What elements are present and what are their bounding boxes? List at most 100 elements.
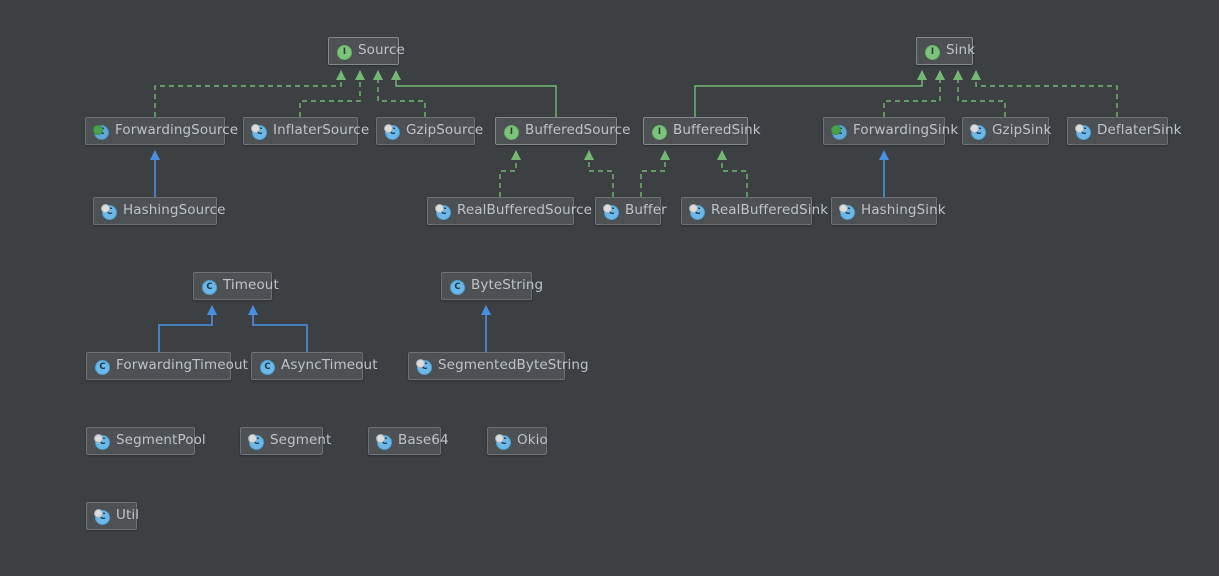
final-badge-icon xyxy=(384,123,393,133)
node-label: HashingSource xyxy=(123,202,226,219)
node-label: SegmentedByteString xyxy=(438,357,589,374)
final-class-icon: C xyxy=(248,433,264,450)
final-badge-icon xyxy=(495,433,504,443)
node-label: DeflaterSink xyxy=(1097,122,1182,139)
node-label: GzipSink xyxy=(992,122,1052,139)
class-icon: C xyxy=(94,359,110,375)
node-label: ForwardingSink xyxy=(853,122,959,139)
node-bufferedsink[interactable]: I BufferedSink xyxy=(643,117,761,145)
final-badge-icon xyxy=(101,203,110,213)
edge-inflatersource-source xyxy=(299,70,365,117)
final-badge-icon xyxy=(435,203,444,213)
edge-asynctimeout-timeout xyxy=(248,305,308,352)
edge-forwardingtimeout-timeout xyxy=(158,305,217,352)
final-class-icon: C xyxy=(94,508,110,525)
node-buffer[interactable]: C Buffer xyxy=(595,197,667,225)
node-timeout[interactable]: C Timeout xyxy=(193,272,279,300)
abstract-badge-icon xyxy=(831,124,841,135)
final-class-icon: C xyxy=(251,123,267,140)
node-label: Timeout xyxy=(223,277,279,294)
node-label: Sink xyxy=(946,42,976,59)
abstract-class-icon: C xyxy=(831,124,847,140)
edge-buffer-bufferedsink xyxy=(640,150,670,197)
node-label: InflaterSource xyxy=(273,122,370,139)
node-label: ByteString xyxy=(471,277,544,294)
node-label: Buffer xyxy=(625,202,667,219)
node-hashingsink[interactable]: C HashingSink xyxy=(831,197,946,225)
edge-forwardingsource-source xyxy=(154,70,346,117)
node-segmentpool[interactable]: C SegmentPool xyxy=(86,427,206,455)
node-segment[interactable]: C Segment xyxy=(240,427,331,455)
final-badge-icon xyxy=(970,123,979,133)
node-inflatersource[interactable]: C InflaterSource xyxy=(243,117,369,145)
final-class-icon: C xyxy=(839,203,855,220)
node-base64[interactable]: C Base64 xyxy=(368,427,449,455)
edge-bufferedsink-sink xyxy=(694,70,927,117)
final-badge-icon xyxy=(416,358,425,368)
edge-gzipsource-source xyxy=(373,70,426,117)
node-hashingsource[interactable]: C HashingSource xyxy=(93,197,225,225)
sink-implements-edges xyxy=(694,70,1118,117)
final-class-icon: C xyxy=(376,433,392,450)
final-badge-icon xyxy=(248,433,257,443)
final-class-icon: C xyxy=(1075,123,1091,140)
final-badge-icon xyxy=(689,203,698,213)
node-label: HashingSink xyxy=(861,202,946,219)
node-label: Segment xyxy=(270,432,332,449)
final-badge-icon xyxy=(603,203,612,213)
node-deflatersink[interactable]: C DeflaterSink xyxy=(1067,117,1181,145)
class-icon: C xyxy=(449,279,465,295)
node-label: SegmentPool xyxy=(116,432,206,449)
node-forwardingtimeout[interactable]: C ForwardingTimeout xyxy=(86,352,248,380)
node-forwardingsink[interactable]: C ForwardingSink xyxy=(823,117,958,145)
edge-buffer-bufferedsource xyxy=(584,150,614,197)
final-class-icon: C xyxy=(101,203,117,220)
node-segmentedbytestring[interactable]: C SegmentedByteString xyxy=(408,352,589,380)
final-class-icon: C xyxy=(416,358,432,375)
final-class-icon: C xyxy=(603,203,619,220)
final-badge-icon xyxy=(839,203,848,213)
abstract-badge-icon xyxy=(93,124,103,135)
final-badge-icon xyxy=(94,508,103,518)
node-asynctimeout[interactable]: C AsyncTimeout xyxy=(251,352,377,380)
class-icon: C xyxy=(201,279,217,295)
node-label: GzipSource xyxy=(406,122,484,139)
final-badge-icon xyxy=(94,433,103,443)
node-label: RealBufferedSink xyxy=(711,202,829,219)
bufferedsource-implements-edges xyxy=(499,150,614,197)
node-label: ForwardingTimeout xyxy=(116,357,249,374)
node-label: Okio xyxy=(517,432,548,449)
node-label: BufferedSource xyxy=(525,122,631,139)
node-label: Util xyxy=(116,507,140,524)
node-forwardingsource[interactable]: CForwardingSource xyxy=(85,117,238,145)
node-label: Source xyxy=(358,42,405,59)
final-class-icon: C xyxy=(94,433,110,450)
final-class-icon: C xyxy=(384,123,400,140)
node-bytestring[interactable]: C ByteString xyxy=(441,272,543,300)
node-label: AsyncTimeout xyxy=(281,357,378,374)
final-badge-icon xyxy=(251,123,260,133)
node-gzipsource[interactable]: C GzipSource xyxy=(376,117,483,145)
node-label: BufferedSink xyxy=(673,122,761,139)
final-badge-icon xyxy=(1075,123,1084,133)
bufferedsink-implements-edges xyxy=(640,150,748,197)
class-icon: C xyxy=(259,359,275,375)
node-label: RealBufferedSource xyxy=(457,202,593,219)
node-util[interactable]: C Util xyxy=(86,502,140,530)
source-implements-edges xyxy=(154,70,557,117)
interface-icon: I xyxy=(651,124,667,140)
edge-forwardingsink-sink xyxy=(883,70,945,117)
edge-bufferedsource-source xyxy=(391,70,557,117)
edge-gzipsink-sink xyxy=(953,70,1006,117)
node-label: Base64 xyxy=(398,432,449,449)
edge-realbufferedsink-bufferedsink xyxy=(717,150,748,197)
